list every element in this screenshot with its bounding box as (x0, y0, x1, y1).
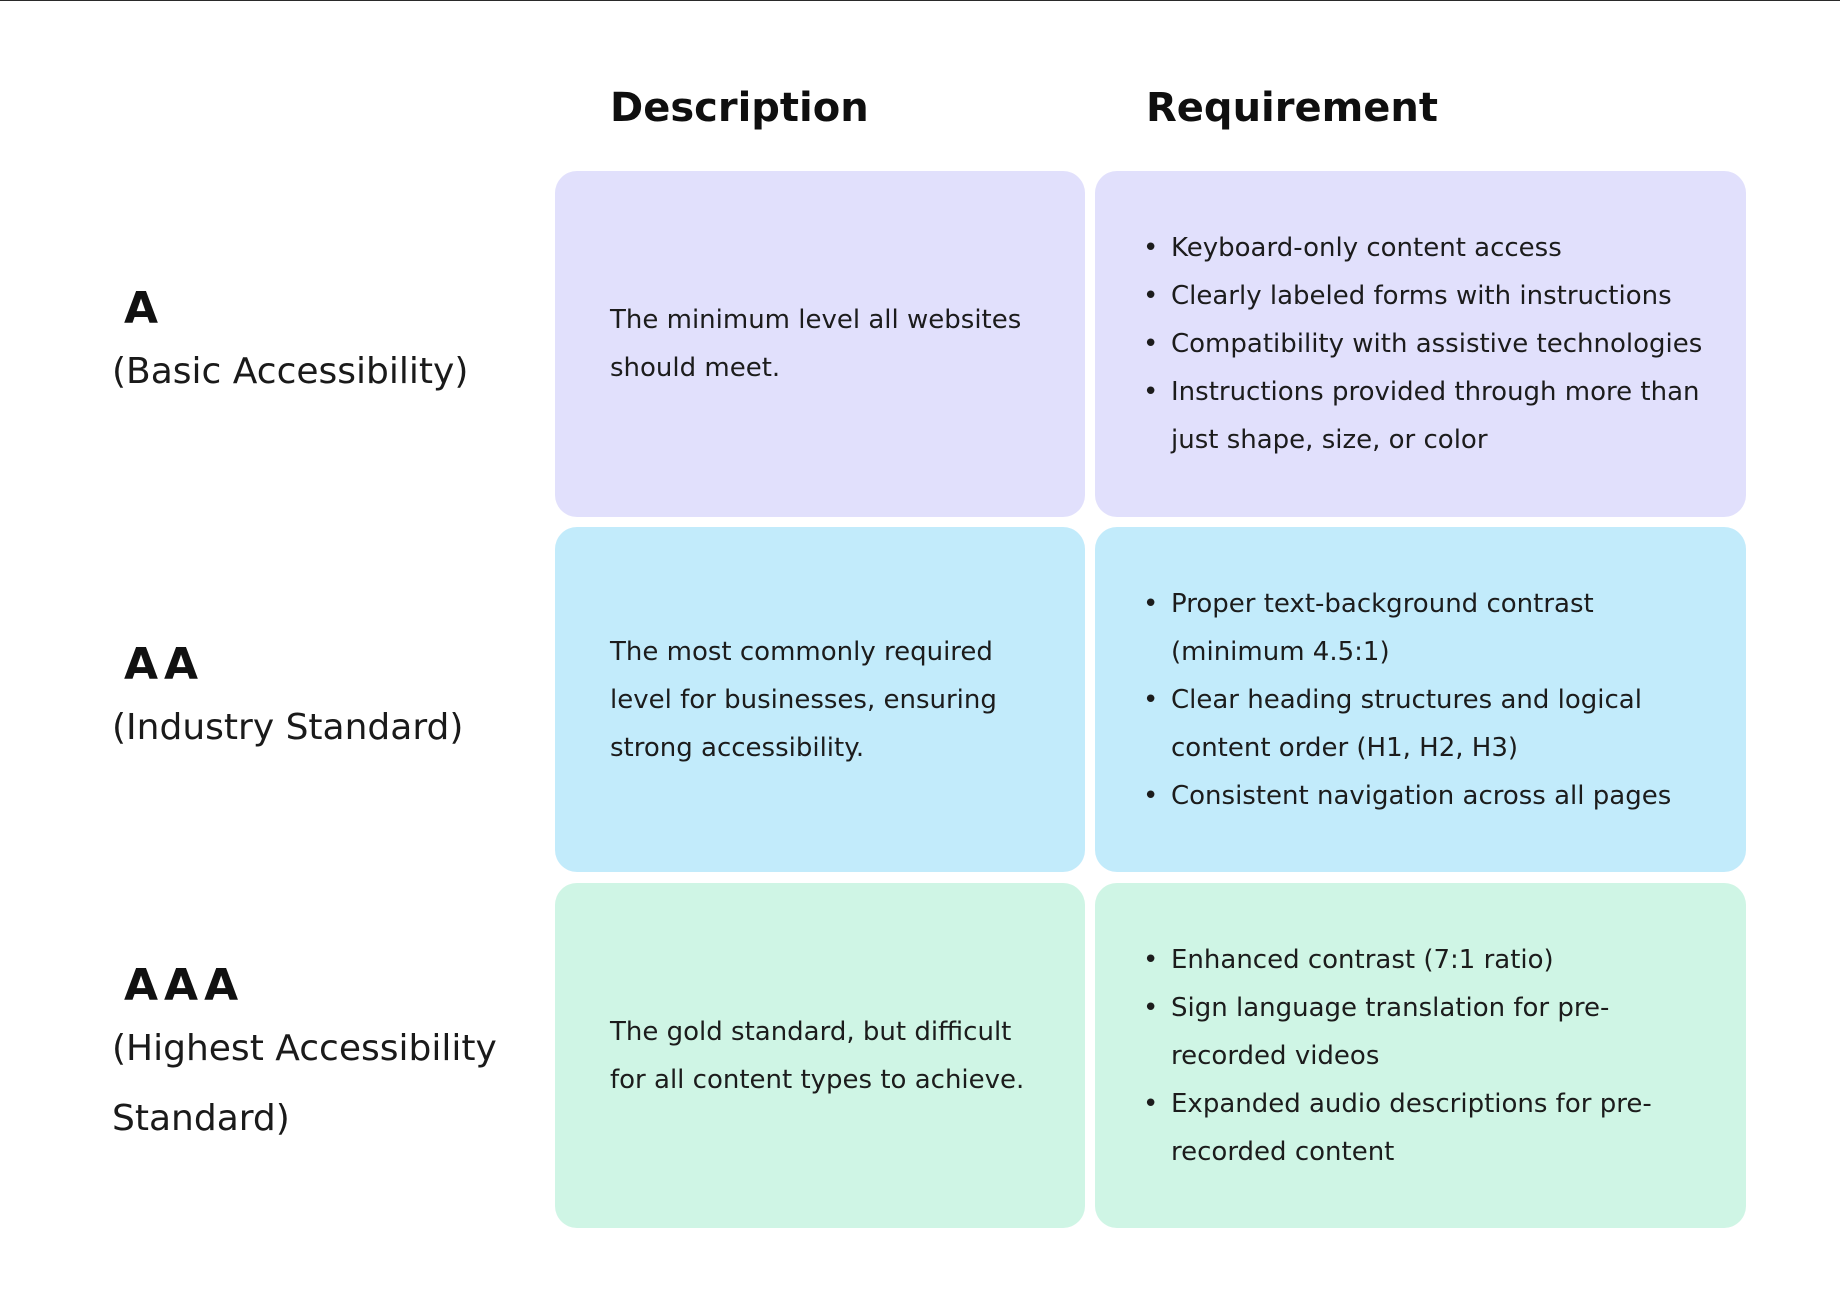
requirement-list: • Proper text-background contrast (minimu… (1143, 580, 1716, 820)
description-cell: The gold standard, but difficult for all… (555, 883, 1085, 1228)
requirement-item: • Clear heading structures and logical co… (1143, 676, 1716, 772)
requirement-item: • Enhanced contrast (7:1 ratio) (1143, 936, 1716, 984)
requirement-text: Proper text-background contrast (minimum… (1171, 588, 1594, 667)
requirement-list: • Keyboard-only content access • Clearly l… (1143, 224, 1716, 464)
requirement-text: Sign language translation for pre-record… (1171, 992, 1610, 1071)
bullet-icon: • (1143, 233, 1159, 263)
requirement-item: • Instructions provided through more than… (1143, 368, 1716, 464)
level-code: AAA (124, 959, 245, 1011)
requirement-text: Enhanced contrast (7:1 ratio) (1171, 944, 1554, 975)
bullet-icon: • (1143, 992, 1159, 1023)
level-label: AA (Industry Standard) (112, 527, 532, 872)
bullet-icon: • (1143, 684, 1159, 715)
level-label: AAA (Highest Accessibility Standard) (112, 883, 532, 1228)
level-row-aaa: AAA (Highest Accessibility Standard) The… (0, 883, 1840, 1228)
description-text: The gold standard, but difficult for all… (610, 1016, 1025, 1095)
description-column-header: Description (610, 85, 869, 131)
level-row-a: A (Basic Accessibility) The minimum leve… (0, 171, 1840, 517)
requirement-text: Clearly labeled forms with instructions (1171, 281, 1672, 311)
requirement-text: Clear heading structures and logical con… (1171, 684, 1642, 763)
bullet-icon: • (1143, 1088, 1159, 1119)
requirement-item: • Expanded audio descriptions for pre-rec… (1143, 1080, 1716, 1176)
level-name: (Industry Standard) (112, 706, 464, 748)
bullet-icon: • (1143, 377, 1159, 407)
bullet-icon: • (1143, 281, 1159, 311)
bullet-icon: • (1143, 944, 1159, 975)
level-name: (Basic Accessibility) (112, 351, 469, 392)
requirement-cell: • Enhanced contrast (7:1 ratio) • Sign lan… (1095, 883, 1746, 1228)
level-row-aa: AA (Industry Standard) The most commonly… (0, 527, 1840, 872)
requirement-text: Expanded audio descriptions for pre-reco… (1171, 1088, 1652, 1167)
requirement-item: • Compatibility with assistive technologi… (1143, 320, 1716, 368)
requirement-cell: • Proper text-background contrast (minimu… (1095, 527, 1746, 872)
description-text: The minimum level all websites should me… (610, 305, 1022, 383)
level-code: AA (124, 638, 205, 690)
description-cell: The minimum level all websites should me… (555, 171, 1085, 517)
requirement-item: • Keyboard-only content access (1143, 224, 1716, 272)
level-label: A (Basic Accessibility) (112, 171, 532, 517)
requirement-item: • Proper text-background contrast (minimu… (1143, 580, 1716, 676)
requirement-item: • Consistent navigation across all pages (1143, 772, 1716, 820)
requirement-cell: • Keyboard-only content access • Clearly l… (1095, 171, 1746, 517)
level-code: A (124, 283, 165, 334)
top-border-line (0, 0, 1840, 1)
requirement-item: • Clearly labeled forms with instructions (1143, 272, 1716, 320)
requirement-text: Keyboard-only content access (1171, 233, 1562, 263)
requirement-list: • Enhanced contrast (7:1 ratio) • Sign lan… (1143, 936, 1716, 1176)
requirement-text: Instructions provided through more than … (1171, 377, 1700, 455)
bullet-icon: • (1143, 588, 1159, 619)
description-cell: The most commonly required level for bus… (555, 527, 1085, 872)
requirement-text: Compatibility with assistive technologie… (1171, 329, 1703, 359)
bullet-icon: • (1143, 780, 1159, 811)
requirement-text: Consistent navigation across all pages (1171, 780, 1672, 811)
requirement-item: • Sign language translation for pre-recor… (1143, 984, 1716, 1080)
description-text: The most commonly required level for bus… (610, 636, 997, 763)
level-name: (Highest Accessibility Standard) (112, 1027, 497, 1139)
bullet-icon: • (1143, 329, 1159, 359)
requirement-column-header: Requirement (1146, 85, 1439, 131)
